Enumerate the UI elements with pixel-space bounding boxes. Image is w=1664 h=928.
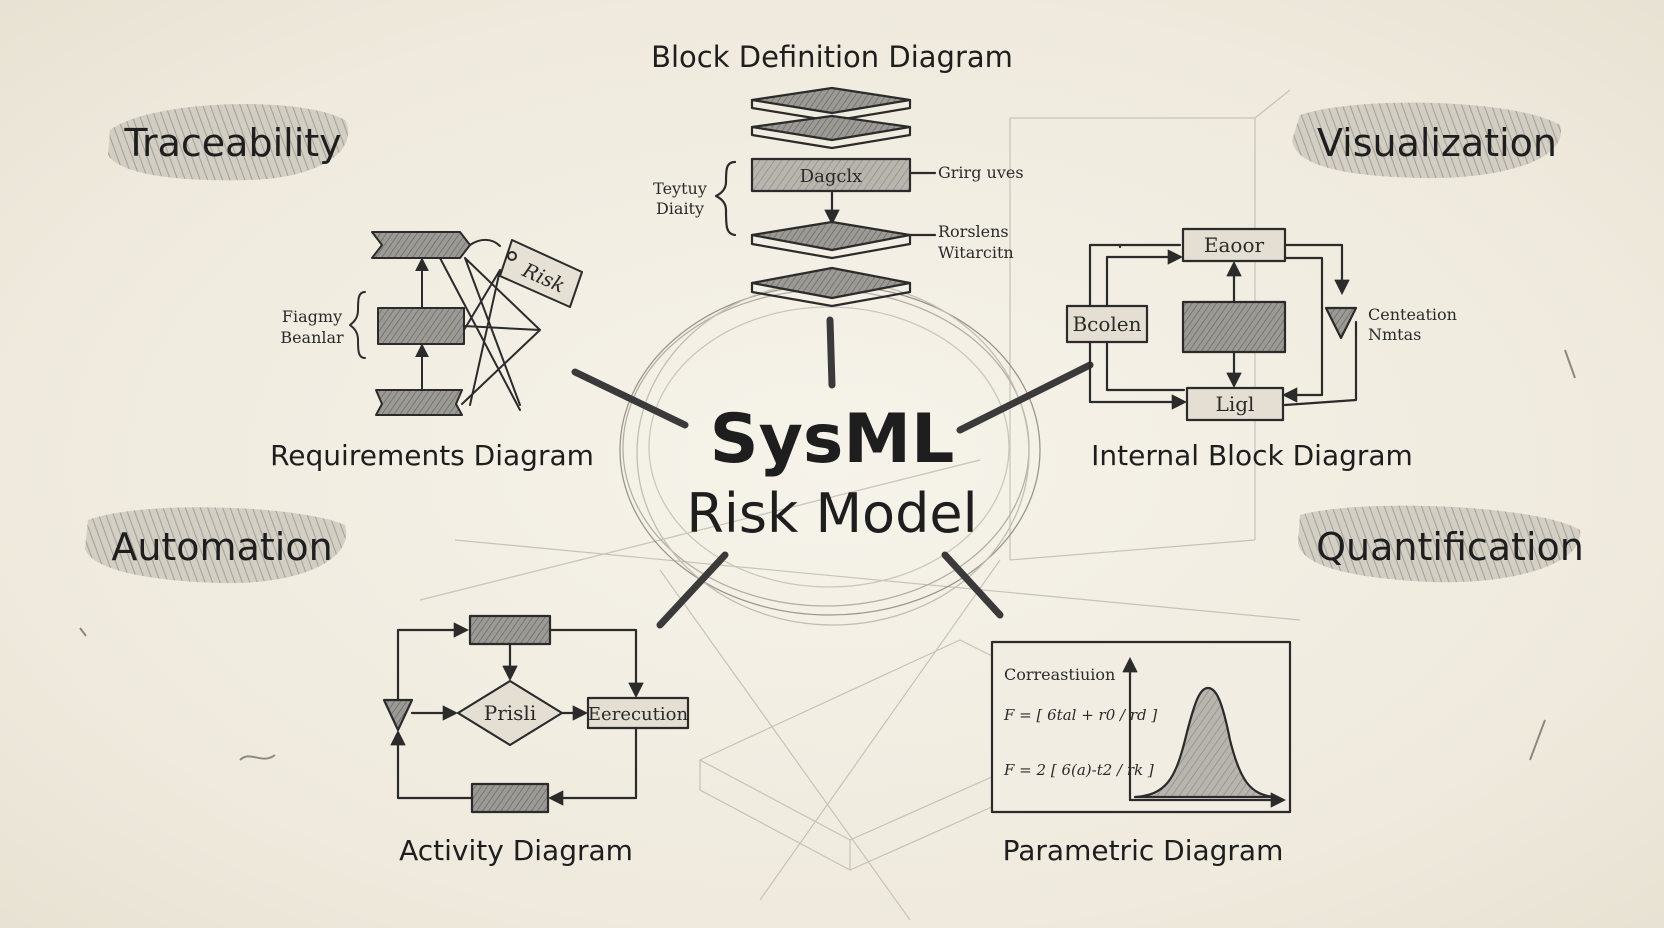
- bdd-left-note-1: Teytuy: [653, 179, 707, 198]
- spoke-upper-right: [956, 361, 1094, 434]
- hub-spokes: [571, 316, 1094, 629]
- bdd-right-note-1: Grirg uves: [938, 163, 1024, 182]
- stray-marks: [79, 349, 1576, 761]
- ibd-title: Internal Block Diagram: [1091, 439, 1413, 472]
- act-title: Activity Diagram: [399, 834, 633, 867]
- activity-panel: Prisli Eerecution Activity Diagram: [382, 614, 690, 867]
- spoke-top: [826, 316, 836, 389]
- bdd-layer-3: [750, 220, 912, 252]
- ibd-center-block: [1181, 300, 1287, 354]
- req-side-note-1: Fiagmy: [282, 307, 342, 326]
- ibd-panel: Eaoor Bcolen Ligl Centeation Nmtas Inter…: [1065, 227, 1457, 472]
- ibd-top-block-label: Eaoor: [1204, 233, 1265, 257]
- center-halo: [619, 280, 1041, 626]
- bdd-right-note-3: Witarcitn: [938, 243, 1014, 262]
- parametric-panel: Correastiuion F = [ 6tal + r0 / rd ] F =…: [990, 640, 1292, 867]
- act-execution-label: Eerecution: [588, 704, 689, 725]
- bdd-block-label: Dagclx: [800, 166, 863, 187]
- center-title-line2: Risk Model: [686, 482, 977, 545]
- ibd-side-note-1: Centeation: [1368, 305, 1457, 324]
- param-eq-1: F = [ 6tal + r0 / rd ]: [1003, 706, 1157, 724]
- ibd-bottom-block-label: Ligl: [1216, 392, 1255, 416]
- spoke-lower-left: [656, 551, 729, 629]
- bdd-layer-1: [750, 86, 912, 115]
- bdd-panel: Block Definition Diagram Dagclx Teytuy D…: [651, 40, 1024, 308]
- bdd-right-note-2: Rorslens: [938, 222, 1009, 241]
- act-top-action: [468, 614, 552, 646]
- theme-quantification: Quantification: [1316, 525, 1584, 569]
- bdd-layer-2: [750, 114, 912, 142]
- requirements-panel: Risk Fiagmy Beanlar Requirements Diagram: [270, 231, 594, 472]
- theme-traceability: Traceability: [123, 121, 341, 165]
- theme-smudges: [85, 102, 1581, 584]
- bdd-title: Block Definition Diagram: [651, 40, 1013, 74]
- req-side-note-2: Beanlar: [280, 328, 344, 347]
- req-title: Requirements Diagram: [270, 439, 594, 472]
- bdd-layer-4: [750, 266, 912, 300]
- bdd-left-note-2: Diaity: [656, 199, 704, 218]
- param-distribution-curve: [1133, 686, 1277, 799]
- spoke-upper-left: [571, 368, 689, 429]
- req-top-block: [371, 231, 471, 259]
- spoke-lower-right: [941, 551, 1004, 619]
- req-risk-tag: [499, 239, 583, 308]
- ibd-left-block-label: Bcolen: [1072, 312, 1141, 336]
- act-merge-triangle: [382, 698, 414, 732]
- param-eq-2: F = 2 [ 6(a)-t2 / rk ]: [1003, 761, 1154, 779]
- act-bottom-action: [470, 782, 550, 814]
- req-mid-block: [377, 307, 465, 345]
- theme-automation: Automation: [111, 525, 332, 569]
- theme-visualization: Visualization: [1317, 121, 1557, 165]
- ibd-port-triangle: [1324, 306, 1358, 340]
- act-decision-label: Prisli: [484, 701, 536, 725]
- param-title: Parametric Diagram: [1003, 834, 1284, 867]
- param-heading: Correastiuion: [1004, 665, 1115, 684]
- center-title-line1: SysML: [710, 400, 955, 479]
- req-bottom-block: [375, 389, 463, 416]
- ibd-side-note-2: Nmtas: [1368, 325, 1421, 344]
